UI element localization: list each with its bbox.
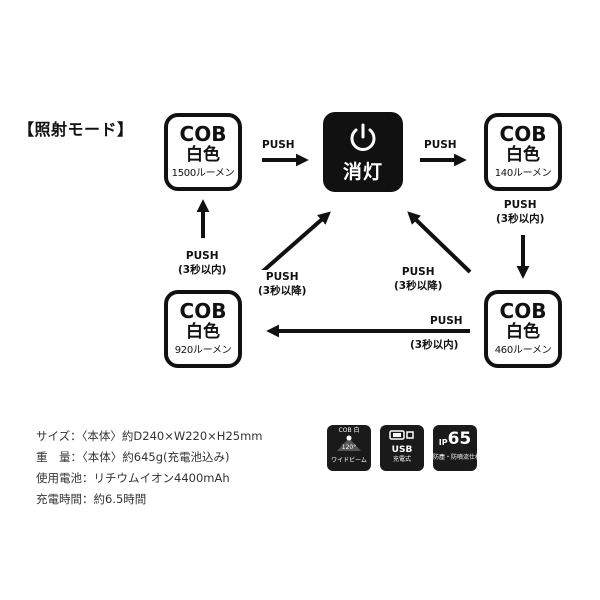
- usb-charge-badge: USB 充電式: [380, 425, 424, 471]
- usb-icon: [389, 430, 414, 440]
- mode-label: COB: [179, 298, 227, 323]
- spec-list: サイズ：〈本体〉約D240×W220×H25mm 重 量：〈本体〉約645g(充…: [36, 426, 263, 510]
- push-label-1500-to-off: PUSH: [262, 138, 295, 152]
- mode-lumens: 920ルーメン: [174, 344, 232, 356]
- mode-label: COB: [499, 298, 547, 323]
- mode-color: 白色: [186, 144, 220, 165]
- power-icon: [350, 123, 376, 151]
- push-label-460-to-off: PUSH (3秒以降): [394, 265, 443, 293]
- beam-icon: 120°: [337, 435, 361, 451]
- spec-size: サイズ：〈本体〉約D240×W220×H25mm: [36, 429, 263, 443]
- spec-charge-time: 充電時間：約6.5時間: [36, 492, 147, 506]
- mode-lumens: 460ルーメン: [494, 344, 552, 356]
- mode-box-1500: COB 白色 1500ルーメン: [164, 113, 242, 191]
- mode-label: COB: [499, 121, 547, 146]
- cob-wide-beam-badge: COB 白 120° ワイドビーム: [327, 425, 371, 471]
- mode-color: 白色: [186, 321, 220, 342]
- spec-weight: 重 量：〈本体〉約645g(充電池込み): [36, 450, 230, 464]
- mode-lumens: 1500ルーメン: [171, 167, 235, 179]
- push-label-920-to-off: PUSH (3秒以降): [258, 270, 307, 298]
- push-label-460-to-920-bottom: (3秒以内): [410, 338, 459, 352]
- ip-prefix: IP: [438, 438, 448, 447]
- mode-box-920: COB 白色 920ルーメン: [164, 290, 242, 368]
- mode-box-460: COB 白色 460ルーメン: [484, 290, 562, 368]
- mode-lumens: 140ルーメン: [494, 167, 552, 179]
- mode-label: COB: [179, 121, 227, 146]
- mode-color: 白色: [506, 321, 540, 342]
- off-button[interactable]: 消灯: [323, 112, 403, 192]
- off-label: 消灯: [342, 160, 383, 183]
- mode-color: 白色: [506, 144, 540, 165]
- arrow-920-to-off: [260, 211, 331, 274]
- spec-battery: 使用電池：リチウムイオン4400mAh: [36, 471, 230, 485]
- push-label-140-to-460: PUSH (3秒以内): [496, 198, 545, 226]
- push-label-920-to-1500: PUSH (3秒以内): [178, 249, 227, 277]
- ip-number: 65: [447, 429, 472, 449]
- push-label-460-to-920-top: PUSH: [430, 314, 463, 328]
- ip65-badge: IP 65 防塵・防噴流仕様: [433, 425, 481, 471]
- mode-box-140: COB 白色 140ルーメン: [484, 113, 562, 191]
- svg-text:120°: 120°: [342, 444, 356, 451]
- push-label-off-to-140: PUSH: [424, 138, 457, 152]
- arrow-460-to-off: [407, 211, 472, 274]
- mode-heading: 【照射モード】: [18, 120, 134, 139]
